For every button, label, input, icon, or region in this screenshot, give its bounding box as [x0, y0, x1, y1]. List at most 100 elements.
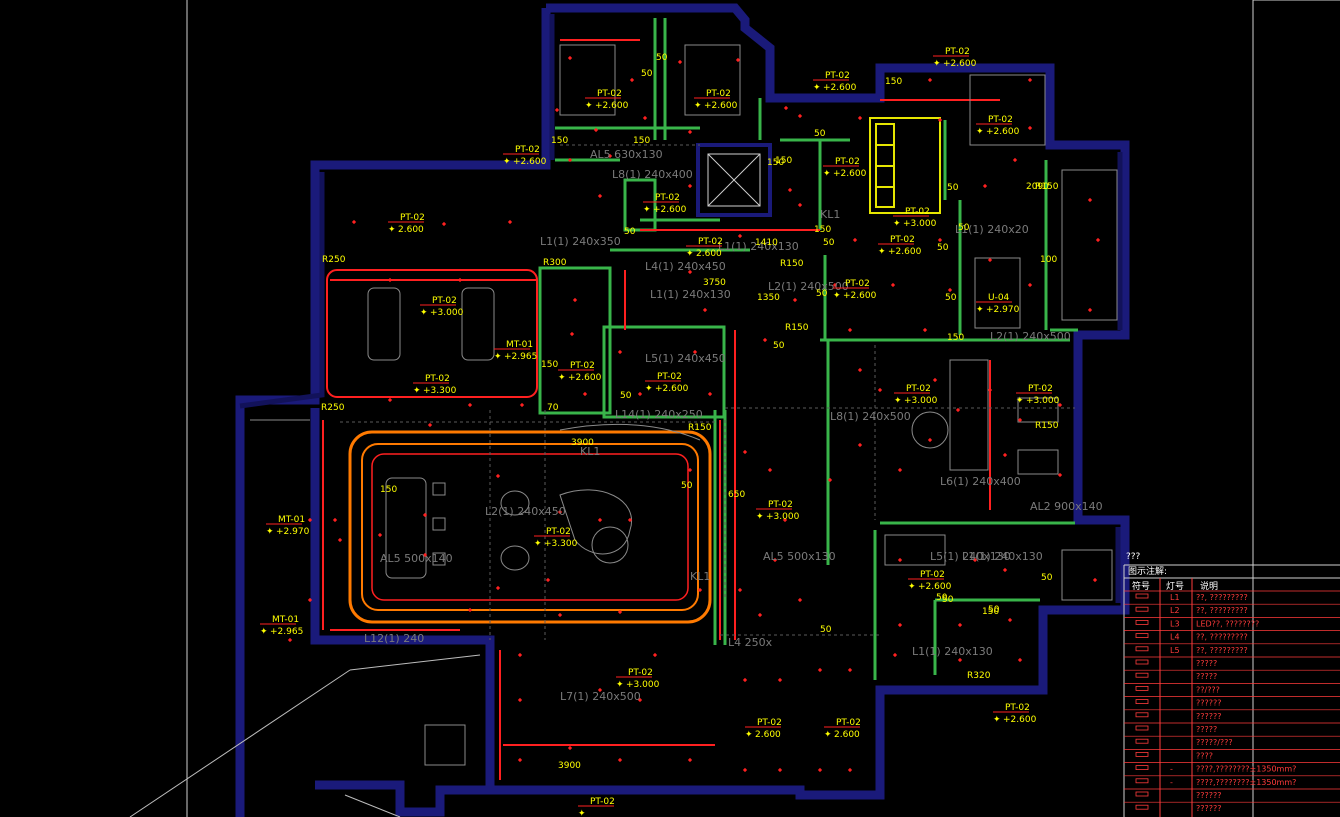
legend-symbol-icon [1135, 659, 1149, 665]
legend-desc: ??, ????????? [1196, 646, 1248, 655]
downlight-icon [557, 612, 563, 618]
ceiling-label[interactable]: U-04✦+2.970 [976, 293, 1020, 315]
dimension-text: 50 [641, 69, 653, 79]
ceiling-label[interactable]: MT-01✦+2.970 [266, 515, 310, 537]
downlight-icon [652, 652, 658, 658]
downlight-icon [767, 467, 773, 473]
ceiling-label[interactable]: PT-02✦+2.600 [993, 703, 1037, 725]
material-code: PT-02 [825, 71, 850, 81]
ceiling-label[interactable]: PT-02✦2.600 [388, 213, 425, 235]
ceiling-label[interactable]: PT-02✦+2.600 [908, 570, 952, 592]
dimension-text: 3900 [571, 438, 594, 448]
beam-label: L6(1) 240x400 [940, 475, 1021, 488]
downlight-icon [797, 113, 803, 119]
dimension-text: 50 [823, 238, 835, 248]
legend-desc: ??, ????????? [1196, 606, 1248, 615]
legend-desc: ?????? [1196, 791, 1221, 800]
downlight-icon [567, 157, 573, 163]
legend-symbol-icon [1135, 804, 1149, 810]
level-marker-icon: ✦ [694, 101, 702, 111]
downlight-icon [557, 509, 563, 515]
ceiling-label[interactable]: PT-02✦2.600 [824, 718, 861, 740]
level-marker-icon: ✦ [503, 157, 511, 167]
material-code: PT-02 [768, 500, 793, 510]
legend-header-symbol: 符号 [1132, 580, 1150, 592]
ceiling-label[interactable]: PT-02✦+2.600 [976, 115, 1020, 137]
legend-desc: ?????? [1196, 699, 1221, 708]
downlight-icon [847, 327, 853, 333]
ceiling-label[interactable]: PT-02✦+3.000 [756, 500, 800, 522]
dimension-text: 150 [947, 333, 964, 343]
beam-label: L4(1) 240x450 [645, 260, 726, 273]
ceiling-height: +3.000 [626, 680, 660, 690]
dimension-text: 150 [814, 225, 831, 235]
ceiling-label[interactable]: PT-02✦+2.600 [833, 279, 877, 301]
downlight-icon [572, 297, 578, 303]
ceiling-label[interactable]: PT-02✦2.600 [686, 237, 723, 259]
level-marker-icon: ✦ [745, 730, 753, 740]
level-marker-icon: ✦ [534, 539, 542, 549]
legend-header-desc: 说明 [1200, 580, 1218, 592]
ceiling-label[interactable]: PT-02✦+2.600 [558, 361, 602, 383]
legend-desc: ????,????????±1350mm? [1196, 765, 1296, 774]
ceiling-label[interactable]: PT-02✦+3.300 [413, 374, 457, 396]
ceiling-label[interactable]: PT-02✦+3.000 [893, 207, 937, 229]
ceiling-label[interactable]: PT-02✦+3.000 [420, 296, 464, 318]
level-marker-icon: ✦ [893, 219, 901, 229]
ceiling-height: +3.000 [904, 396, 938, 406]
downlight-icon [1087, 197, 1093, 203]
legend-symbol-icon [1135, 725, 1149, 731]
ceiling-height: +2.965 [504, 352, 537, 362]
downlight-icon [387, 277, 393, 283]
legend-row: L4??, ????????? [1124, 630, 1340, 642]
ceiling-height: +3.300 [423, 386, 457, 396]
ceiling-label[interactable]: PT-02✦2.600 [745, 718, 782, 740]
ceiling-label[interactable]: PT-02✦+2.600 [585, 89, 629, 111]
beam-label: L1(1) 240x130 [718, 240, 799, 253]
ceiling-label[interactable]: PT-02✦+2.600 [694, 89, 738, 111]
level-marker-icon: ✦ [260, 627, 268, 637]
ceiling-label[interactable]: PT-02✦+2.600 [813, 71, 857, 93]
level-marker-icon: ✦ [908, 582, 916, 592]
beam-label: L2(1) 240x500 [990, 330, 1071, 343]
dimension-text: R150 [1035, 182, 1059, 192]
downlight-icon [457, 277, 463, 283]
ceiling-label[interactable]: PT-02✦+2.600 [645, 372, 689, 394]
downlight-icon [495, 473, 501, 479]
downlight-icon [797, 202, 803, 208]
ceiling-label[interactable]: MT-01✦+2.965 [494, 340, 537, 362]
dimension-text: 50 [814, 129, 826, 139]
dimension-text: 50 [988, 605, 1000, 615]
legend-symbol-icon [1135, 712, 1149, 718]
downlight-icon [857, 367, 863, 373]
downlight-icon [617, 757, 623, 763]
downlight-icon [787, 187, 793, 193]
downlight-icon [852, 237, 858, 243]
ceiling-label[interactable]: PT-02✦+2.600 [933, 47, 977, 69]
dimension-text: 650 [728, 490, 745, 500]
ceiling-label[interactable]: PT-02✦+3.000 [894, 384, 938, 406]
level-marker-icon: ✦ [420, 308, 428, 318]
downlight-icon [692, 349, 698, 355]
guide-lines [340, 144, 1075, 640]
legend-row: ??/??? [1124, 683, 1340, 694]
downlight-icon [617, 609, 623, 615]
ceiling-label[interactable]: PT-02✦+3.000 [1016, 384, 1060, 406]
ceiling-label[interactable]: PT-02✦+2.600 [503, 145, 547, 167]
ceiling-label[interactable]: PT-02✦+3.000 [616, 668, 660, 690]
ceiling-label[interactable]: PT-02✦+2.600 [823, 157, 867, 179]
beam-label: L4 250x [728, 636, 773, 649]
elevator-shaft [696, 143, 772, 217]
downlight-icon [517, 757, 523, 763]
legend-symbol-icon [1135, 606, 1149, 612]
ceiling-label[interactable]: MT-01✦+2.965 [260, 615, 303, 637]
downlight-icon [1012, 157, 1018, 163]
ceiling-label[interactable]: PT-02✦ [578, 797, 615, 817]
ceiling-label[interactable]: PT-02✦+2.600 [643, 193, 687, 215]
downlight-icon [1007, 617, 1013, 623]
ceiling-label[interactable]: PT-02✦+2.600 [878, 235, 922, 257]
level-marker-icon: ✦ [645, 384, 653, 394]
ceiling-label[interactable]: PT-02✦+3.300 [534, 527, 578, 549]
material-code: PT-02 [657, 372, 682, 382]
